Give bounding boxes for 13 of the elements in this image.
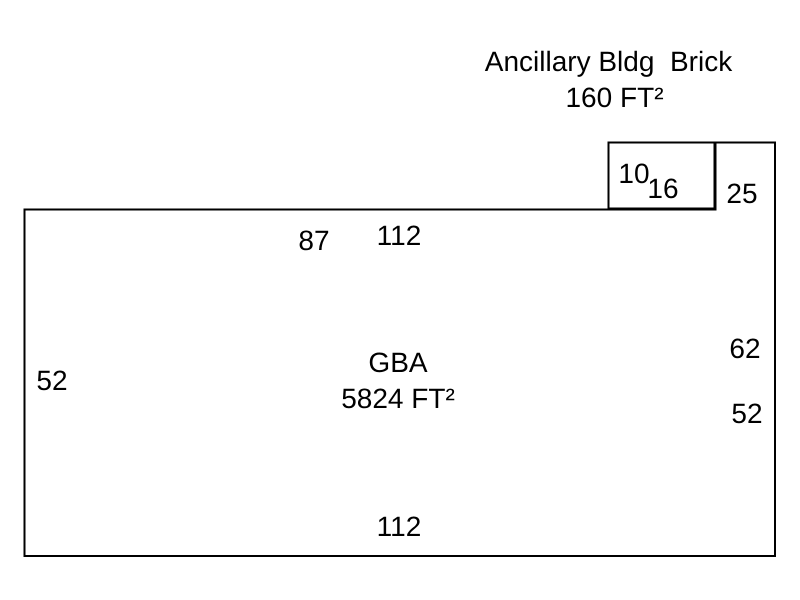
dimension-label: 87 xyxy=(298,227,330,255)
dimension-label: 112 xyxy=(376,222,422,250)
dimension-label: 16 xyxy=(647,175,679,203)
dimension-label: 25 xyxy=(726,180,758,208)
area-value: 160 FT² xyxy=(565,84,664,112)
dimension-label: 52 xyxy=(731,400,763,428)
dimension-label: 10 xyxy=(618,160,650,188)
dimension-label: 112 xyxy=(376,513,422,541)
area-name: Ancillary Bldg Brick xyxy=(484,48,732,76)
area-value: 5824 FT² xyxy=(341,385,455,413)
area-name: GBA xyxy=(368,349,428,377)
dimension-label: 62 xyxy=(729,335,761,363)
dimension-label: 52 xyxy=(36,367,68,395)
